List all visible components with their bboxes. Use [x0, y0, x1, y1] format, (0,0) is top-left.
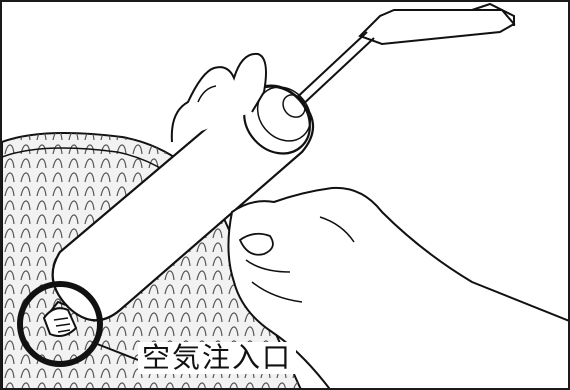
hand-icon: [170, 52, 568, 388]
air-inlet-label: 空気注入口: [138, 342, 297, 374]
hand-pump-icon: [51, 2, 516, 322]
air-valve-icon: [17, 281, 139, 367]
